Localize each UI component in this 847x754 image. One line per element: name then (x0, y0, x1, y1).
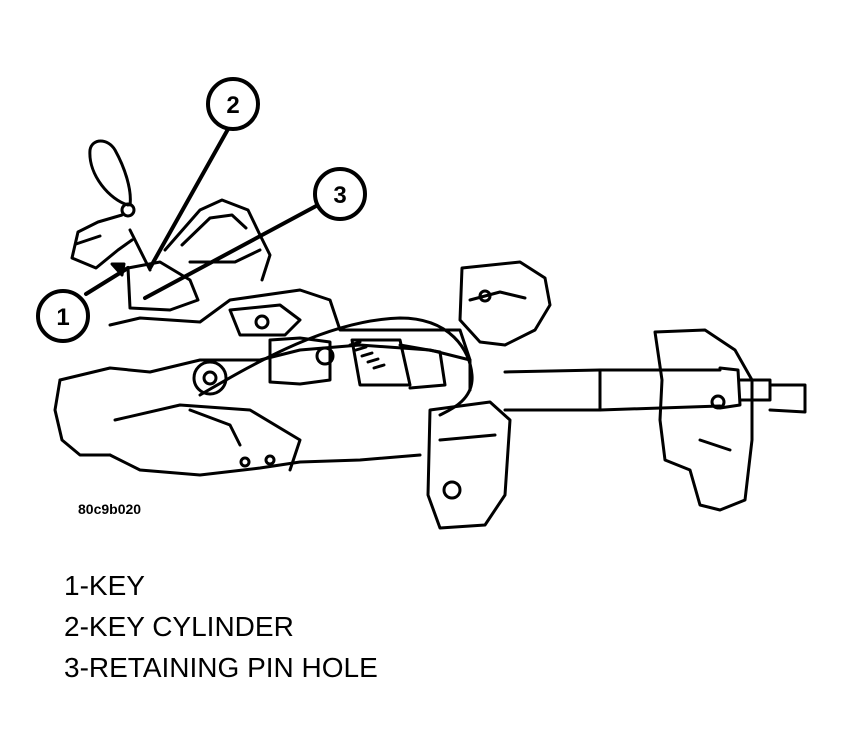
legend-number: 1 (64, 570, 80, 601)
mounting-plate-drawing (653, 328, 754, 512)
key-drawing (70, 139, 152, 272)
legend-label: RETAINING PIN HOLE (88, 652, 378, 683)
key-cylinder-drawing (126, 198, 272, 312)
callout-1-number: 1 (56, 304, 69, 331)
legend-item: 1 - KEY (64, 570, 145, 601)
callout-2-number: 2 (226, 92, 239, 119)
legend-number: 2 (64, 611, 80, 642)
steering-shaft-drawing (503, 366, 807, 414)
legend-item: 3 - RETAINING PIN HOLE (64, 652, 378, 683)
cable-drawing (198, 316, 474, 417)
legend: 1 - KEY 2 - KEY CYLINDER 3 - RETAINING P… (64, 565, 378, 688)
legend-label: KEY CYLINDER (88, 611, 294, 642)
upper-bracket-drawing (458, 260, 552, 347)
callout-2: 2 (206, 77, 260, 131)
lower-bracket-drawing (426, 400, 512, 530)
callout-3: 3 (313, 167, 367, 221)
bellows-drawing (268, 336, 447, 390)
steering-column-diagram: 1 2 3 (36, 77, 807, 530)
legend-item: 2 - KEY CYLINDER (64, 611, 294, 642)
callout-1: 1 (36, 289, 90, 343)
legend-label: KEY (88, 570, 145, 601)
callout-3-number: 3 (333, 182, 346, 209)
column-housing-drawing (53, 288, 472, 477)
legend-number: 3 (64, 652, 80, 683)
figure-id: 80c9b020 (78, 501, 142, 517)
